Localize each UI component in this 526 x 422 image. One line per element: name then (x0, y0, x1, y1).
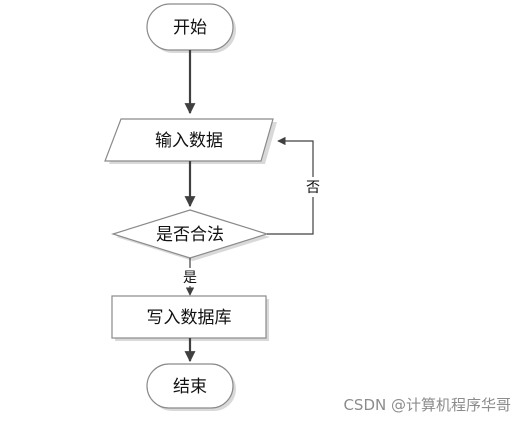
write-label: 写入数据库 (147, 308, 232, 328)
input-label: 输入数据 (155, 131, 223, 151)
write-node: 写入数据库 (111, 295, 269, 341)
end-node: 结束 (146, 363, 236, 411)
watermark-text: CSDN @计算机程序华哥 (343, 396, 511, 414)
input-node: 输入数据 (104, 118, 277, 164)
end-label: 结束 (173, 377, 207, 397)
edge-yes-label-bg (181, 268, 199, 286)
start-node: 开始 (146, 3, 236, 53)
decision-label: 是否合法 (156, 225, 224, 245)
start-label: 开始 (173, 18, 207, 38)
edge-no-label: 否 (306, 180, 320, 196)
edge-yes-label: 是 (183, 270, 197, 286)
edge-no-label-bg (304, 177, 322, 197)
decision-node: 是否合法 (110, 209, 270, 261)
